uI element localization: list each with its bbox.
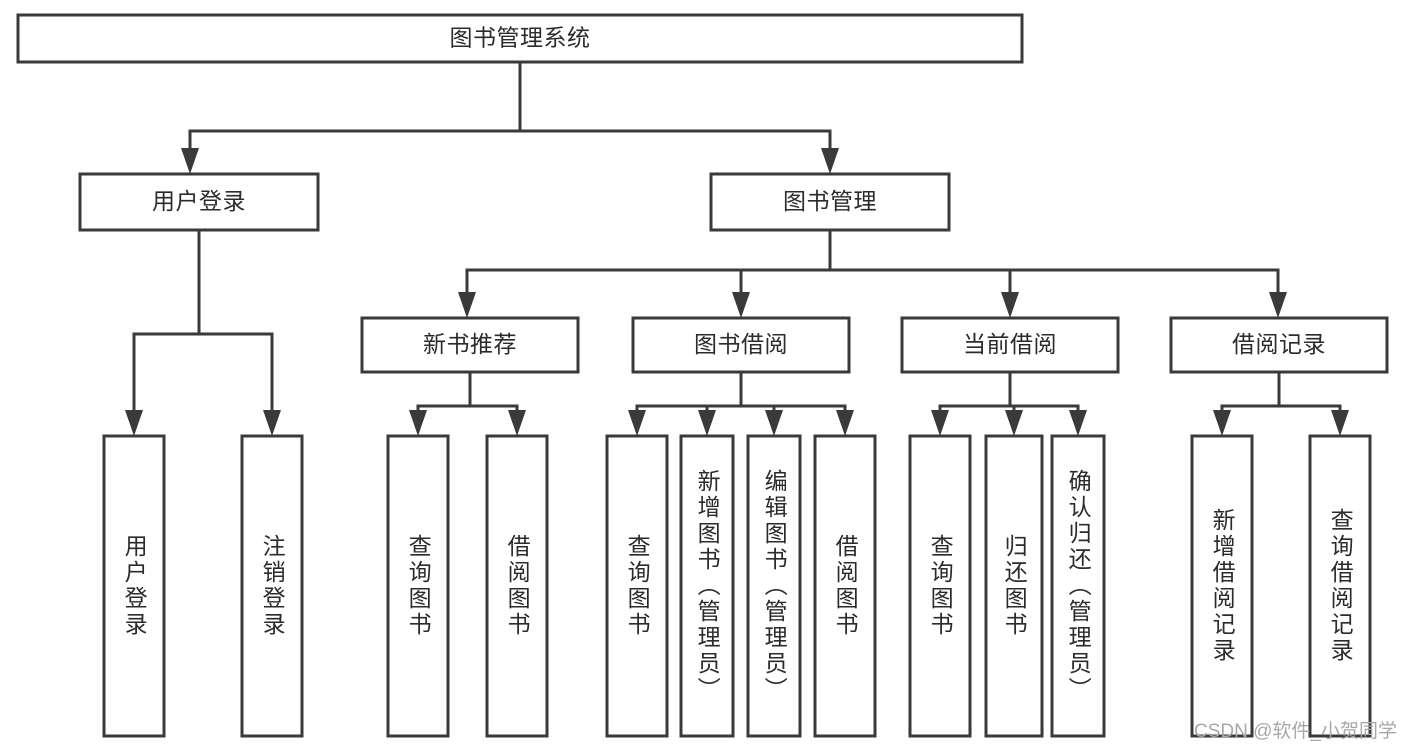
node-box-leaf-user-login[interactable]: [102, 434, 166, 738]
arrow-down-icon: [732, 292, 750, 318]
arrow-down-icon: [1213, 410, 1231, 436]
node-box-leaf-query-book-3[interactable]: [908, 434, 972, 738]
node-box-leaf-add-record[interactable]: [1190, 434, 1254, 738]
arrow-down-icon: [698, 410, 716, 436]
arrow-down-icon: [1269, 292, 1287, 318]
arrow-down-icon: [1005, 410, 1023, 436]
arrow-down-icon: [458, 292, 476, 318]
node-box-book-manage[interactable]: [709, 172, 951, 232]
node-box-leaf-borrow-book-2[interactable]: [813, 434, 877, 738]
node-box-leaf-add-book[interactable]: [679, 434, 735, 738]
node-label-book-manage: 图书管理: [783, 188, 877, 214]
node-label-book-borrow: 图书借阅: [694, 331, 788, 357]
node-box-leaf-return-book[interactable]: [984, 434, 1044, 738]
arrow-down-icon: [1069, 410, 1087, 436]
node-box-leaf-confirm-return[interactable]: [1050, 434, 1106, 738]
arrow-down-icon: [931, 410, 949, 436]
node-box-leaf-edit-book[interactable]: [746, 434, 802, 738]
node-label-user-login: 用户登录: [152, 188, 246, 214]
node-box-leaf-query-book-1[interactable]: [386, 434, 450, 738]
node-label-borrow-record: 借阅记录: [1232, 331, 1326, 357]
arrow-down-icon: [765, 410, 783, 436]
arrow-down-icon: [1331, 410, 1349, 436]
arrow-down-icon: [263, 410, 281, 436]
arrow-down-icon: [125, 410, 143, 436]
arrow-down-icon: [508, 410, 526, 436]
node-label-new-book-rec: 新书推荐: [423, 331, 517, 357]
arrow-down-icon: [1001, 292, 1019, 318]
connector-layer: [125, 60, 1349, 436]
arrow-down-icon: [181, 148, 199, 174]
arrow-down-icon: [409, 410, 427, 436]
node-box-leaf-borrow-book-1[interactable]: [485, 434, 549, 738]
node-box-user-login[interactable]: [78, 172, 320, 232]
node-box-current-borrow[interactable]: [900, 316, 1120, 374]
node-label-root: 图书管理系统: [450, 25, 591, 51]
node-box-root[interactable]: [16, 13, 1024, 64]
node-box-leaf-query-record[interactable]: [1308, 434, 1372, 738]
node-box-leaf-logout[interactable]: [240, 434, 304, 738]
node-box-book-borrow[interactable]: [631, 316, 851, 374]
arrow-down-icon: [628, 410, 646, 436]
node-box-borrow-record[interactable]: [1169, 316, 1389, 374]
node-box-leaf-query-book-2[interactable]: [605, 434, 669, 738]
node-label-current-borrow: 当前借阅: [963, 331, 1057, 357]
node-box-layer: [16, 13, 1389, 738]
arrow-down-icon: [836, 410, 854, 436]
node-box-new-book-rec[interactable]: [360, 316, 580, 374]
arrow-down-icon: [821, 148, 839, 174]
